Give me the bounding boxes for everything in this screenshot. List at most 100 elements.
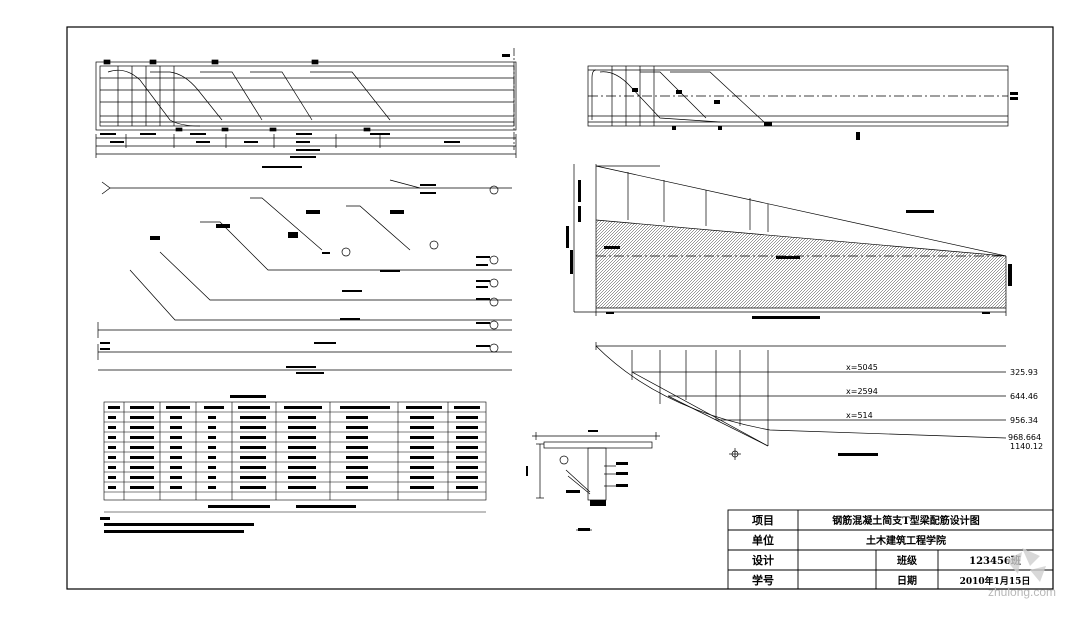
- bending-detail-labels: [100, 184, 490, 374]
- table-cell-mark: [208, 466, 216, 469]
- table-cell-mark: [288, 416, 316, 419]
- table-cell-mark: [130, 446, 154, 449]
- table-cell-mark: [410, 476, 434, 479]
- table-rows: [108, 416, 478, 489]
- table-cell-mark: [240, 416, 266, 419]
- table-cell-mark: [108, 446, 116, 449]
- title-date-label: 日期: [897, 574, 917, 587]
- rebar-quantity-table: [103, 401, 487, 513]
- table-footer-and-notes: [100, 505, 356, 533]
- elevation-label-1: 325.93: [1010, 368, 1038, 377]
- elevation-dim-text: [100, 133, 460, 168]
- table-cell-mark: [288, 456, 316, 459]
- table-cell-mark: [456, 426, 478, 429]
- elevation-label-3: 956.34: [1010, 416, 1038, 425]
- table-cell-mark: [208, 456, 216, 459]
- table-cell-mark: [170, 456, 182, 459]
- table-cell-mark: [288, 466, 316, 469]
- table-cell-mark: [108, 416, 116, 419]
- table-cell-mark: [108, 476, 116, 479]
- table-cell-content: [108, 395, 480, 409]
- table-cell-mark: [130, 426, 154, 429]
- table-cell-mark: [288, 486, 316, 489]
- moment-envelope-diagram: [595, 342, 1007, 460]
- table-cell-mark: [170, 436, 182, 439]
- table-cell-mark: [170, 486, 182, 489]
- table-cell-mark: [108, 466, 116, 469]
- table-cell-mark: [346, 466, 368, 469]
- title-design-label: 设计: [752, 553, 774, 567]
- watermark-text: zhulong.com: [988, 585, 1056, 599]
- table-cell-mark: [288, 426, 316, 429]
- title-project-label: 项目: [752, 514, 774, 527]
- table-cell-mark: [108, 426, 116, 429]
- table-cell-mark: [240, 426, 266, 429]
- table-cell-mark: [240, 486, 266, 489]
- title-id-label: 学号: [752, 573, 774, 587]
- table-cell-mark: [170, 446, 182, 449]
- table-cell-mark: [130, 436, 154, 439]
- table-cell-mark: [208, 416, 216, 419]
- table-cell-mark: [410, 436, 434, 439]
- table-cell-mark: [108, 436, 116, 439]
- title-unit-label: 单位: [752, 533, 774, 547]
- table-cell-mark: [288, 446, 316, 449]
- table-cell-mark: [456, 486, 478, 489]
- table-cell-mark: [208, 476, 216, 479]
- table-cell-mark: [130, 456, 154, 459]
- moment-diagram-caption: [838, 453, 878, 456]
- table-cell-mark: [346, 486, 368, 489]
- bar-bending-details: [97, 179, 512, 371]
- table-cell-mark: [456, 416, 478, 419]
- table-cell-mark: [346, 416, 368, 419]
- title-unit-value: 土木建筑工程学院: [866, 534, 946, 547]
- table-cell-mark: [410, 426, 434, 429]
- table-cell-mark: [170, 466, 182, 469]
- table-cell-mark: [108, 486, 116, 489]
- table-cell-mark: [410, 456, 434, 459]
- elevation-label-4: 968.664: [1008, 433, 1041, 442]
- table-cell-mark: [170, 476, 182, 479]
- table-cell-mark: [456, 456, 478, 459]
- t-section-view: [532, 432, 660, 531]
- title-class-value: 123456班: [969, 554, 1021, 567]
- x-label-1: x=5045: [846, 363, 878, 372]
- table-cell-mark: [130, 476, 154, 479]
- table-cell-mark: [240, 456, 266, 459]
- table-cell-mark: [130, 466, 154, 469]
- table-cell-mark: [346, 456, 368, 459]
- table-cell-mark: [208, 446, 216, 449]
- table-cell-mark: [288, 436, 316, 439]
- table-cell-mark: [288, 476, 316, 479]
- table-cell-mark: [410, 486, 434, 489]
- table-cell-mark: [346, 476, 368, 479]
- watermark-logo-icon: [1006, 548, 1046, 582]
- table-cell-mark: [130, 416, 154, 419]
- table-cell-mark: [240, 476, 266, 479]
- table-cell-mark: [170, 426, 182, 429]
- title-block: [727, 509, 1054, 590]
- table-cell-mark: [208, 486, 216, 489]
- table-cell-mark: [456, 466, 478, 469]
- half-beam-marks: [502, 54, 1018, 140]
- table-cell-mark: [346, 426, 368, 429]
- drawing-frame: [66, 26, 1054, 590]
- beam-elevation-view: [95, 48, 517, 158]
- t-section-marks: [526, 430, 628, 531]
- elevation-label-5: 1140.12: [1010, 442, 1043, 451]
- title-project-value: 钢筋混凝土简支T型梁配筋设计图: [832, 514, 979, 527]
- shear-distribution-diagram: [566, 164, 1012, 319]
- watermark: zhulong.com: [988, 548, 1056, 599]
- table-cell-mark: [456, 436, 478, 439]
- table-cell-mark: [130, 486, 154, 489]
- table-cell-mark: [346, 436, 368, 439]
- title-class-label: 班级: [897, 554, 918, 567]
- x-label-2: x=2594: [846, 387, 878, 396]
- table-cell-mark: [240, 436, 266, 439]
- table-cell-mark: [456, 476, 478, 479]
- table-cell-mark: [240, 466, 266, 469]
- title-date-value: 2010年1月15日: [960, 575, 1031, 587]
- table-cell-mark: [410, 466, 434, 469]
- table-cell-mark: [410, 446, 434, 449]
